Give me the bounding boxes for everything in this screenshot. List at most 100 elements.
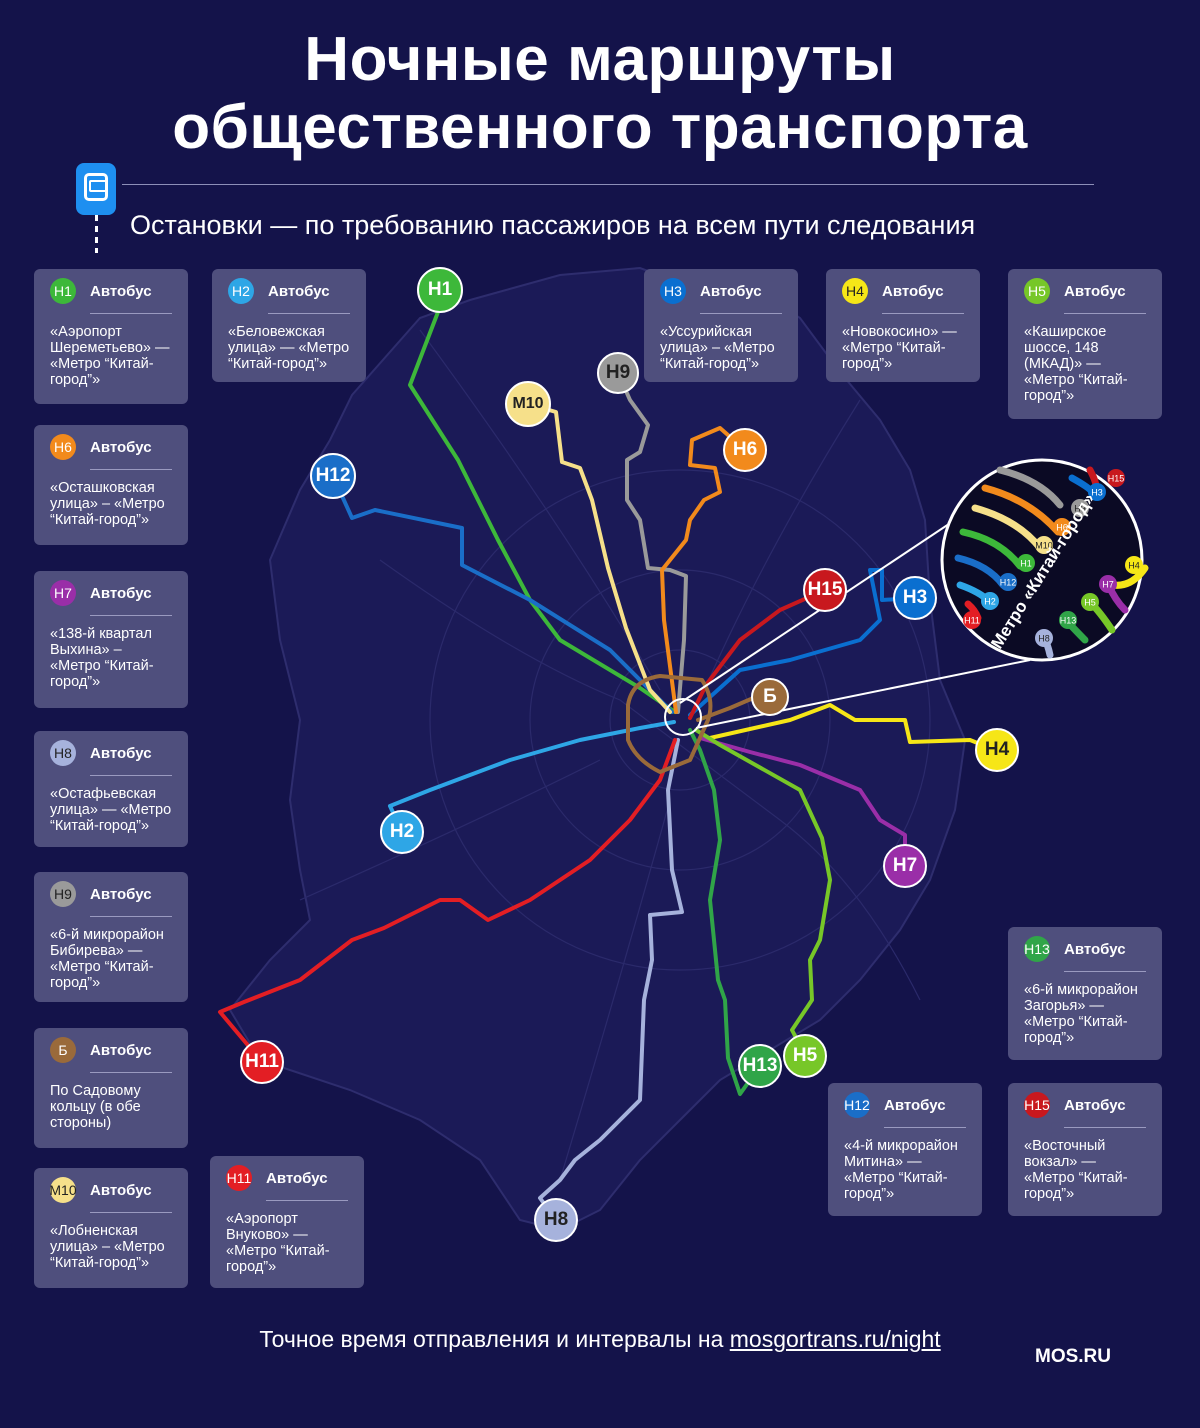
route-h13-line xyxy=(688,728,762,1096)
card-divider xyxy=(90,469,172,470)
svg-text:Н9: Н9 xyxy=(1074,504,1086,514)
card-divider xyxy=(1064,971,1146,972)
route-description: «138-й квартал Выхина» – «Метро “Китай-г… xyxy=(50,626,154,690)
route-description: «Лобненская улица» – «Метро “Китай-город… xyxy=(50,1223,165,1271)
vehicle-kind: Автобус xyxy=(268,282,330,300)
vehicle-kind: Автобус xyxy=(90,744,152,762)
route-b-line xyxy=(626,674,713,774)
inset-connector-bottom xyxy=(695,659,1031,729)
inset-route-badge: Н11 xyxy=(963,611,981,629)
route-badge: Н3 xyxy=(660,278,686,304)
svg-text:Н1: Н1 xyxy=(1020,559,1032,569)
vehicle-kind: Автобус xyxy=(90,1041,152,1059)
card-divider xyxy=(90,313,172,314)
route-badge: Н5 xyxy=(1024,278,1050,304)
map-route-label[interactable]: Н3 xyxy=(893,576,937,620)
route-h8-line xyxy=(538,738,684,1222)
svg-text:Н13: Н13 xyxy=(1060,616,1077,626)
card-divider xyxy=(268,313,350,314)
vehicle-kind: Автобус xyxy=(90,885,152,903)
footer-link[interactable]: mosgortrans.ru/night xyxy=(729,1326,941,1352)
route-card: Н4 Автобус «Новокосино» — «Метро “Китай-го… xyxy=(826,269,980,382)
svg-text:Н2: Н2 xyxy=(984,597,996,607)
title-divider xyxy=(122,184,1094,185)
card-divider xyxy=(1064,1127,1146,1128)
title-line-2: общественного транспорта xyxy=(172,93,1028,162)
route-badge: М10 xyxy=(49,1177,77,1203)
map-route-label[interactable]: Н15 xyxy=(803,568,847,612)
route-description: «Новокосино» — «Метро “Китай-город”» xyxy=(842,324,957,372)
subtitle: Остановки — по требованию пассажиров на … xyxy=(130,210,976,240)
map-route-label[interactable]: Н12 xyxy=(310,453,356,499)
route-badge: Н11 xyxy=(226,1165,252,1191)
route-description: «6-й микрорайон Бибирева» — «Метро “Кита… xyxy=(50,927,164,991)
route-h7-line xyxy=(698,736,907,868)
vehicle-kind: Автобус xyxy=(1064,282,1126,300)
map-route-label[interactable]: Н8 xyxy=(534,1198,578,1242)
bus-stop-icon xyxy=(76,163,116,215)
route-m10-line xyxy=(526,402,672,714)
route-h11-line xyxy=(218,738,677,1064)
brand-logo: MOS.RU xyxy=(1035,1346,1111,1367)
inset-route-badge: Н13 xyxy=(1059,611,1077,629)
inset-route-badge: Н9 xyxy=(1071,499,1089,517)
route-description: «4-й микрорайон Митина» — «Метро “Китай-… xyxy=(844,1138,958,1202)
svg-text:Н6: Н6 xyxy=(1056,523,1068,533)
route-badge: Н9 xyxy=(50,881,76,907)
route-badge: Н1 xyxy=(50,278,76,304)
map-route-label[interactable]: Б xyxy=(751,678,789,716)
map-route-label[interactable]: Н11 xyxy=(240,1040,284,1084)
route-badge: Н8 xyxy=(50,740,76,766)
map-route-label[interactable]: М10 xyxy=(505,381,551,427)
svg-text:Н3: Н3 xyxy=(1091,488,1103,498)
route-h15-line xyxy=(688,588,827,720)
vehicle-kind: Автобус xyxy=(700,282,762,300)
street-grid xyxy=(299,329,931,1181)
vehicle-kind: Автобус xyxy=(266,1169,328,1187)
card-divider xyxy=(882,313,964,314)
route-card: Н11 Автобус «Аэропорт Внуково» — «Метро “К… xyxy=(210,1156,364,1288)
route-description: «Аэропорт Внуково» — «Метро “Китай-город… xyxy=(226,1211,330,1275)
route-b-branch xyxy=(696,694,760,722)
vehicle-kind: Автобус xyxy=(882,282,944,300)
route-badge: Н13 xyxy=(1024,936,1050,962)
vehicle-kind: Автобус xyxy=(1064,1096,1126,1114)
inset-route-badge: Н8 xyxy=(1035,629,1053,647)
route-h5-line xyxy=(694,728,832,1057)
svg-text:Н7: Н7 xyxy=(1102,580,1114,590)
route-description: По Садовому кольцу (в обе стороны) xyxy=(50,1083,141,1131)
svg-text:Н15: Н15 xyxy=(1108,474,1125,484)
map-route-label[interactable]: Н7 xyxy=(883,844,927,888)
map-route-label[interactable]: Н13 xyxy=(738,1044,782,1088)
route-badge: Н4 xyxy=(842,278,868,304)
map-route-label[interactable]: Н2 xyxy=(380,810,424,854)
route-h6-line xyxy=(660,426,747,714)
map-route-label[interactable]: Н4 xyxy=(975,728,1019,772)
route-badge: Н2 xyxy=(228,278,254,304)
svg-text:Н12: Н12 xyxy=(1000,578,1017,588)
inset-route-badge: Н15 xyxy=(1107,469,1125,487)
card-divider xyxy=(90,1072,172,1073)
route-badge: Н6 xyxy=(50,434,76,460)
map-route-label[interactable]: Н9 xyxy=(597,352,639,394)
route-h4-line xyxy=(708,703,997,752)
map-route-label[interactable]: Н5 xyxy=(783,1034,827,1078)
svg-text:М10: М10 xyxy=(1035,541,1053,551)
card-divider xyxy=(90,775,172,776)
page-title: Ночные маршруты общественного транспорта xyxy=(0,26,1200,162)
footer-text: Точное время отправления и интервалы на xyxy=(259,1326,730,1352)
map-route-label[interactable]: Н6 xyxy=(723,428,767,472)
map-route-label[interactable]: Н1 xyxy=(417,267,463,313)
inset-route-badge: Н1 xyxy=(1017,554,1035,572)
title-line-1: Ночные маршруты xyxy=(304,25,896,94)
vehicle-kind: Автобус xyxy=(884,1096,946,1114)
inset-route-badge: Н7 xyxy=(1099,575,1117,593)
